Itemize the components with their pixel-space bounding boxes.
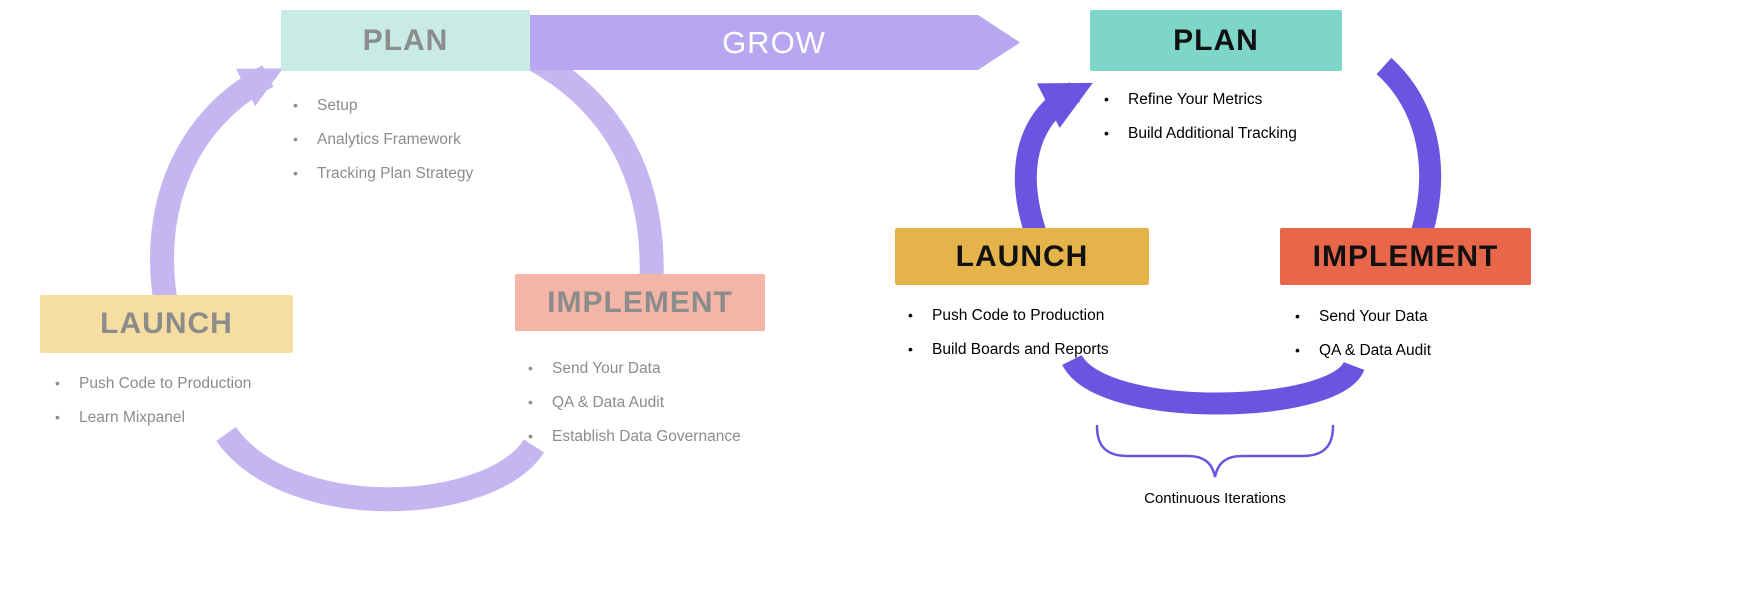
launch-title-left: LAUNCH bbox=[100, 307, 233, 340]
implement-box-left: IMPLEMENT bbox=[515, 274, 765, 331]
grow-arrow: GROW bbox=[528, 15, 1020, 70]
list-item: Analytics Framework bbox=[293, 129, 473, 150]
arc-implement-to-launch-left bbox=[216, 426, 545, 512]
implement-title-right: IMPLEMENT bbox=[1312, 239, 1499, 273]
plan-list-left: Setup Analytics Framework Tracking Plan … bbox=[293, 95, 473, 197]
implement-title-left: IMPLEMENT bbox=[547, 285, 733, 319]
launch-box-right: LAUNCH bbox=[895, 228, 1149, 285]
arc-launch-to-plan-right bbox=[1014, 82, 1093, 255]
implement-list-left: Send Your Data QA & Data Audit Establish… bbox=[528, 358, 741, 460]
arc-launch-to-plan-left bbox=[150, 65, 283, 318]
list-item: Send Your Data bbox=[528, 358, 741, 379]
arc-implement-to-launch-right bbox=[1062, 353, 1365, 415]
arc-plan-to-implement-right bbox=[1376, 57, 1442, 249]
plan-box-left: PLAN bbox=[281, 10, 530, 71]
launch-list-left: Push Code to Production Learn Mixpanel bbox=[55, 373, 251, 441]
continuous-iterations-brace bbox=[1095, 424, 1335, 478]
list-item: Push Code to Production bbox=[55, 373, 251, 394]
list-item: Send Your Data bbox=[1295, 306, 1431, 327]
list-item: Build Additional Tracking bbox=[1104, 123, 1297, 144]
implement-box-right: IMPLEMENT bbox=[1280, 228, 1531, 285]
list-item: QA & Data Audit bbox=[528, 392, 741, 413]
arc-plan-to-implement-left bbox=[514, 41, 664, 291]
continuous-iterations-label: Continuous Iterations bbox=[1144, 490, 1286, 507]
list-item: Setup bbox=[293, 95, 473, 116]
launch-title-right: LAUNCH bbox=[955, 239, 1089, 273]
launch-list-right: Push Code to Production Build Boards and… bbox=[908, 305, 1109, 373]
list-item: Establish Data Governance bbox=[528, 426, 741, 447]
grow-label: GROW bbox=[722, 24, 826, 60]
list-item: Refine Your Metrics bbox=[1104, 89, 1297, 110]
list-item: Learn Mixpanel bbox=[55, 407, 251, 428]
list-item: QA & Data Audit bbox=[1295, 340, 1431, 361]
launch-box-left: LAUNCH bbox=[40, 295, 293, 353]
plan-list-right: Refine Your Metrics Build Additional Tra… bbox=[1104, 89, 1297, 157]
implement-list-right: Send Your Data QA & Data Audit bbox=[1295, 306, 1431, 374]
list-item: Build Boards and Reports bbox=[908, 339, 1109, 360]
list-item: Tracking Plan Strategy bbox=[293, 163, 473, 184]
plan-title-right: PLAN bbox=[1173, 23, 1259, 57]
plan-box-right: PLAN bbox=[1090, 10, 1342, 71]
plan-title-left: PLAN bbox=[362, 23, 449, 57]
list-item: Push Code to Production bbox=[908, 305, 1109, 326]
